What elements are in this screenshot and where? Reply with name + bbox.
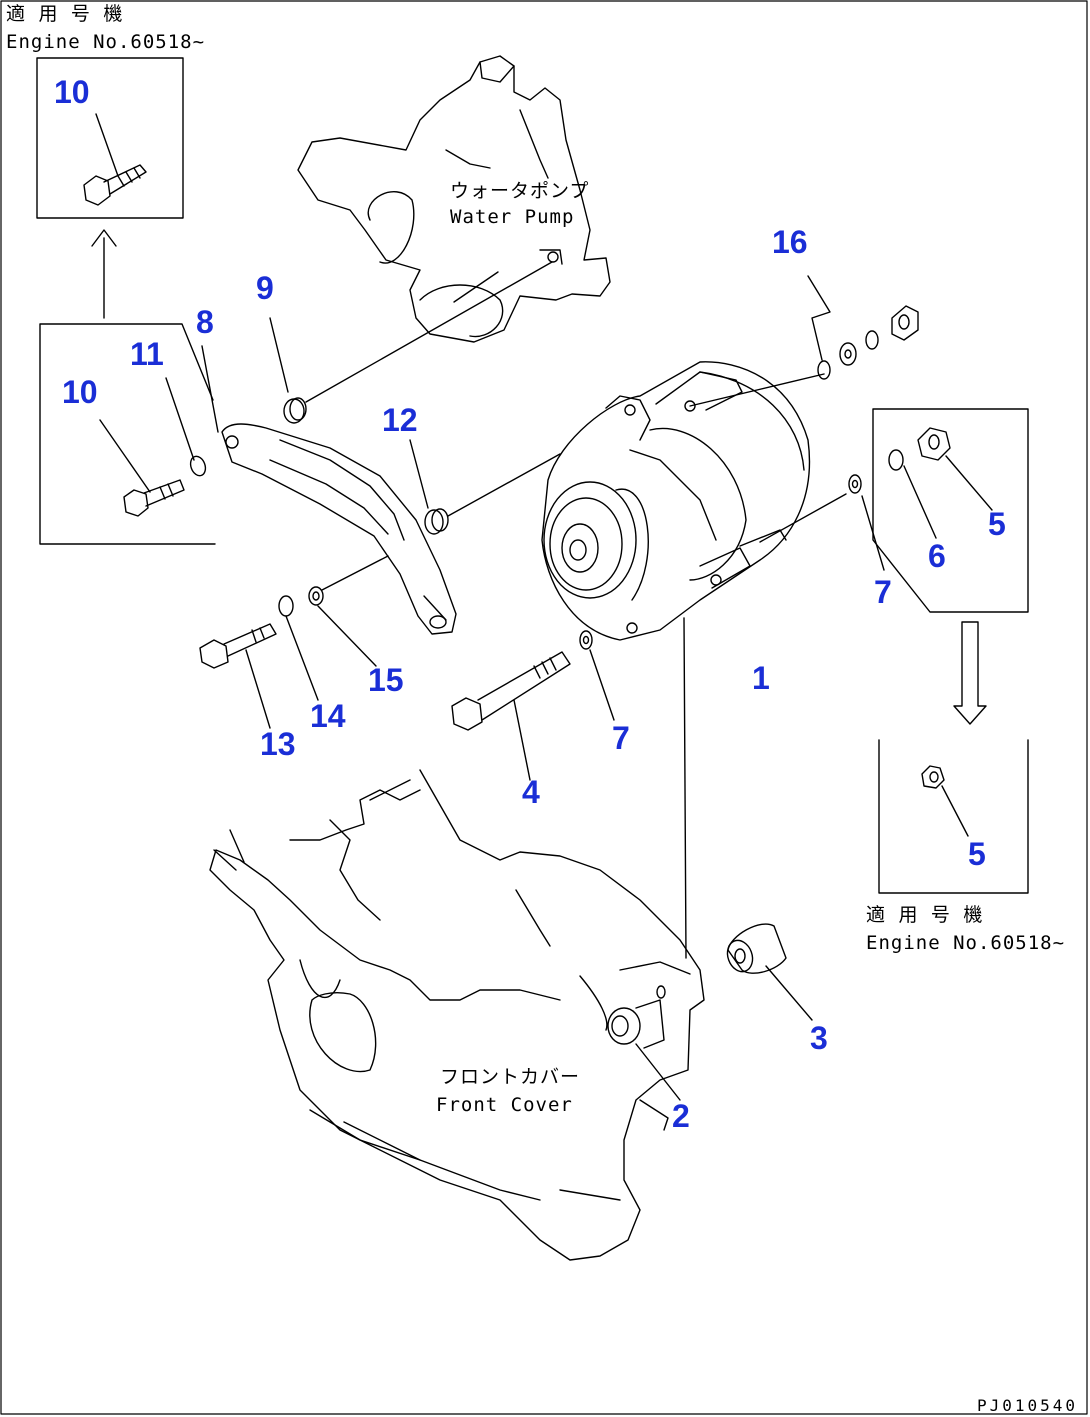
- callout-8[interactable]: 8: [196, 304, 214, 340]
- inset-box-nut-standard: [872, 408, 1029, 613]
- callout-16[interactable]: 16: [772, 224, 808, 260]
- collar-3-drawing: [726, 923, 813, 1021]
- callout-10-lower[interactable]: 10: [62, 374, 98, 410]
- callout-15[interactable]: 15: [368, 662, 404, 698]
- right-applicability-jp: 適 用 号 機: [866, 904, 984, 926]
- top-left-applicability-jp: 適 用 号 機: [6, 3, 124, 25]
- nut-5-variant-drawing: [921, 765, 969, 837]
- bolt-10-top-drawing: [83, 113, 147, 206]
- water-pump-label-en: Water Pump: [450, 206, 575, 228]
- front-cover-label-jp: フロントカバー: [440, 1066, 581, 1088]
- callout-6[interactable]: 6: [928, 538, 946, 574]
- callout-4[interactable]: 4: [522, 774, 540, 810]
- callout-3[interactable]: 3: [810, 1020, 828, 1056]
- callout-13[interactable]: 13: [260, 726, 296, 762]
- nut-5-set-drawing: [888, 427, 993, 539]
- drawing-code: PJ010540: [976, 1396, 1078, 1415]
- bolt-4-set-drawing: [451, 630, 615, 781]
- callout-5-upper[interactable]: 5: [988, 506, 1006, 542]
- nut-16-set-drawing: [807, 275, 919, 380]
- top-left-applicability-en: Engine No.60518~: [6, 31, 206, 53]
- right-applicability-en: Engine No.60518~: [866, 932, 1066, 954]
- callout-7-lower[interactable]: 7: [612, 720, 630, 756]
- callout-10-top[interactable]: 10: [54, 74, 90, 110]
- water-pump-drawing: [297, 55, 611, 343]
- front-cover-label-en: Front Cover: [436, 1094, 573, 1116]
- callout-1[interactable]: 1: [752, 660, 770, 696]
- bolt-10-lower-drawing: [99, 377, 207, 517]
- callout-5-lower[interactable]: 5: [968, 836, 986, 872]
- callout-12[interactable]: 12: [382, 402, 418, 438]
- bolt-13-set-drawing: [199, 555, 389, 729]
- callout-11[interactable]: 11: [130, 336, 164, 372]
- callout-2[interactable]: 2: [672, 1098, 690, 1134]
- arrow-down-icon: [953, 621, 987, 725]
- arrow-up-icon: [91, 229, 117, 319]
- callout-7-right[interactable]: 7: [874, 574, 892, 610]
- water-pump-label-jp: ウォータポンプ: [450, 180, 590, 202]
- inset-box-nut-variant: [878, 739, 1029, 894]
- washer-7-right-drawing: [848, 474, 885, 571]
- spacer-9-drawing: [269, 261, 553, 424]
- callout-14[interactable]: 14: [310, 698, 346, 734]
- spacer-12-drawing: [409, 439, 561, 535]
- front-cover-drawing: [209, 769, 705, 1261]
- adjust-plate-8-drawing: [201, 345, 457, 635]
- inset-box-bolt-variant: [36, 57, 184, 219]
- inset-box-bolt-standard: [39, 323, 216, 545]
- callout-9[interactable]: 9: [256, 270, 274, 306]
- alternator-drawing: [541, 361, 847, 959]
